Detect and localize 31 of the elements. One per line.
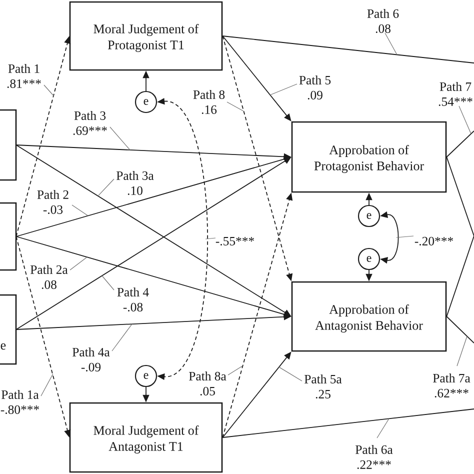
edge-label: Path 2a .08	[30, 265, 68, 289]
variable-box: Approbation of Protagonist Behavior	[291, 121, 447, 193]
variable-box	[0, 202, 17, 271]
variable-box: Moral Judgement of Antagonist T1	[69, 402, 223, 473]
variable-box: e	[0, 294, 17, 365]
edge-label: Path 3a .10	[116, 171, 154, 195]
connector-line	[446, 236, 474, 317]
edge-label: Path 7 .54***	[438, 82, 472, 106]
edge-label: Path 6a .22***	[356, 445, 393, 470]
edge-label: Path 4a -.09	[72, 348, 110, 372]
edge-label: Path 1a -.80***	[0, 390, 39, 414]
edge-label: Path 4 -.08	[117, 288, 149, 312]
edge-label: -.20***	[414, 236, 453, 246]
edge-label: Path 2 -.03	[37, 190, 68, 214]
connector-line	[446, 316, 474, 344]
edge-label: Path 6 .08	[367, 9, 399, 33]
edge-label: -.55***	[216, 237, 254, 246]
edge-label: Path 1 .81***	[7, 64, 41, 88]
edge-label: Path 5a .25	[304, 374, 342, 398]
variable-box: Moral Judgement of Protagonist T1	[69, 1, 223, 71]
connector-line	[222, 408, 474, 438]
connector-line	[222, 36, 474, 64]
edge-label: Path 5 .09	[299, 76, 331, 100]
variable-box: Approbation of Antagonist Behavior	[291, 281, 447, 352]
edge-label: Path 8a .05	[189, 372, 226, 396]
connector-line	[446, 156, 474, 236]
edge-label: Path 8 .16	[193, 90, 225, 114]
variable-box	[0, 109, 17, 181]
edge-label: Path 7a .62***	[433, 374, 470, 398]
edge-label: Path 3 .69***	[73, 111, 107, 135]
connector-line	[446, 130, 474, 158]
